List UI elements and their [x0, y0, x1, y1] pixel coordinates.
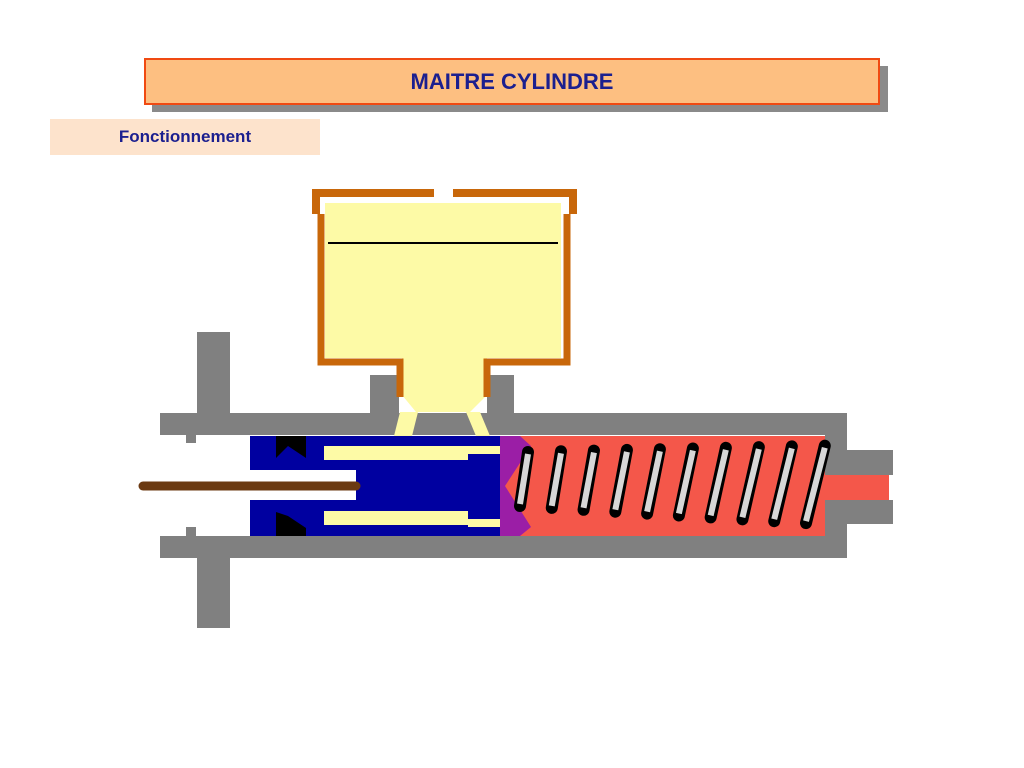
- spring-coil: [641, 443, 666, 520]
- secondary-seal: [500, 436, 531, 536]
- slide-subtitle: Fonctionnement: [50, 119, 320, 155]
- spring-coil: [768, 440, 798, 528]
- spring-coil: [545, 445, 567, 514]
- spring-coil: [736, 441, 765, 526]
- spring-coil: [609, 443, 633, 518]
- spring-coil: [672, 442, 699, 522]
- fluid-reservoir: [312, 189, 577, 436]
- slide-title: MAITRE CYLINDRE: [144, 58, 880, 105]
- return-spring: [514, 439, 831, 530]
- spring-coil: [704, 441, 732, 524]
- spring-coil: [800, 439, 831, 530]
- cup-seal-top: [276, 436, 306, 458]
- mounting-flange: [160, 332, 355, 628]
- spring-coil: [514, 446, 534, 512]
- spring-coil: [577, 444, 600, 516]
- cup-seal-bottom: [276, 512, 306, 536]
